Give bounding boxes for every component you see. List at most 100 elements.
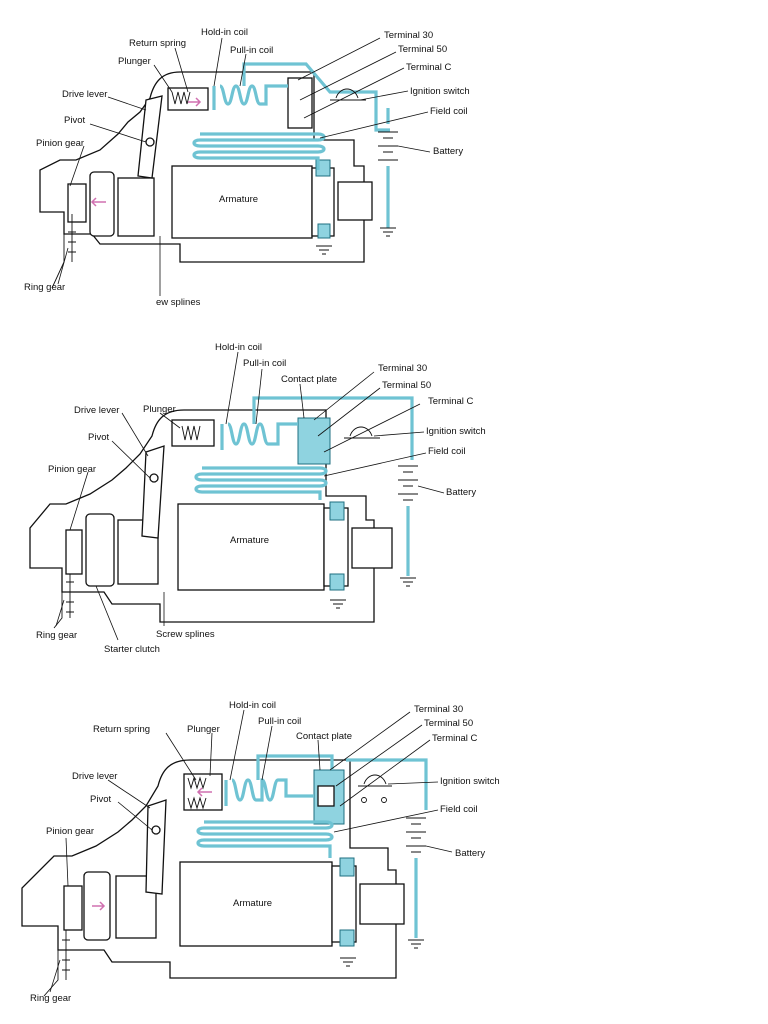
label-screw-splines: Screw splines xyxy=(156,629,215,640)
battery-symbol xyxy=(406,817,426,853)
label-battery: Battery xyxy=(446,487,476,498)
spring xyxy=(181,425,201,441)
pinion-arrow xyxy=(90,197,106,207)
leader-field-coil xyxy=(333,809,439,833)
brush-top xyxy=(329,501,345,521)
leader-pivot xyxy=(117,801,153,831)
pull-in-coil xyxy=(220,422,298,450)
pivot-pin xyxy=(149,473,159,483)
brush-bottom xyxy=(339,929,355,947)
ground-brush xyxy=(316,245,332,255)
leader-t30 xyxy=(313,371,375,421)
leader-field-coil xyxy=(319,111,429,139)
label-pinion-gear: Pinion gear xyxy=(46,826,94,837)
label-field-coil: Field coil xyxy=(440,804,478,815)
label-starter-clutch: Starter clutch xyxy=(104,644,160,655)
field-coil xyxy=(192,132,326,170)
label-terminal-c: Terminal C xyxy=(432,733,478,744)
label-pull-in-coil: Pull-in coil xyxy=(230,45,273,56)
leader-pull-in xyxy=(261,725,273,781)
label-ring-gear: Ring gear xyxy=(30,993,71,1004)
plunger-arrow xyxy=(196,787,212,797)
leader-ignition xyxy=(373,431,425,437)
brush-bottom xyxy=(317,223,331,239)
label-terminal-50: Terminal 50 xyxy=(382,380,431,391)
pinion xyxy=(65,529,83,575)
label-armature: Armature xyxy=(219,194,258,205)
leader-ignition xyxy=(387,781,439,785)
field-coil xyxy=(194,466,328,500)
leader-pinion xyxy=(69,145,85,187)
leader-plunger xyxy=(209,732,213,777)
leader-ignition xyxy=(359,90,409,101)
leader-plunger xyxy=(153,64,173,93)
label-screw-splines: ew splines xyxy=(156,297,201,308)
leader-ring-gear xyxy=(49,959,61,993)
label-terminal-c: Terminal C xyxy=(428,396,474,407)
label-pinion-gear: Pinion gear xyxy=(48,464,96,475)
end-frame xyxy=(359,883,405,925)
label-ignition-switch: Ignition switch xyxy=(410,86,470,97)
label-pivot: Pivot xyxy=(88,432,109,443)
leader-t50 xyxy=(335,724,423,787)
label-terminal-30: Terminal 30 xyxy=(414,704,463,715)
label-pull-in-coil: Pull-in coil xyxy=(243,358,286,369)
leader-return-spring xyxy=(165,732,197,781)
pinion xyxy=(63,885,83,931)
label-ring-gear: Ring gear xyxy=(36,630,77,641)
plunger-arrow xyxy=(188,97,202,107)
brush-top xyxy=(339,857,355,877)
leader-hold-in xyxy=(229,709,245,781)
label-return-spring: Return spring xyxy=(93,724,150,735)
plunger xyxy=(171,419,215,447)
label-pinion-gear: Pinion gear xyxy=(36,138,84,149)
leader-tc xyxy=(323,403,421,453)
leader-battery xyxy=(397,145,431,153)
leader-battery xyxy=(417,485,445,494)
leader-t30 xyxy=(329,711,411,771)
ground-brush xyxy=(340,957,356,967)
leader-t50 xyxy=(299,51,397,101)
leader-return-spring xyxy=(174,47,189,93)
battery-symbol xyxy=(378,131,398,161)
end-frame xyxy=(337,181,373,221)
leader-contact-plate xyxy=(317,739,321,771)
leader-drive-lever xyxy=(107,779,151,809)
pull-in-coil xyxy=(224,778,314,806)
armature xyxy=(179,861,333,947)
label-contact-plate: Contact plate xyxy=(281,374,337,385)
leader-pivot xyxy=(89,123,147,143)
drive-lever xyxy=(141,445,165,539)
leader-field-coil xyxy=(323,452,427,477)
wire-to-terminals xyxy=(242,62,390,132)
label-terminal-50: Terminal 50 xyxy=(424,718,473,729)
pull-in-coil xyxy=(212,84,288,110)
leader-drive-lever xyxy=(121,412,149,457)
leader-pinion xyxy=(65,837,69,887)
clutch xyxy=(89,171,115,237)
label-armature: Armature xyxy=(233,898,272,909)
label-drive-lever: Drive lever xyxy=(62,89,107,100)
pinion-arrow xyxy=(92,901,106,911)
leader-pull-in xyxy=(239,53,247,87)
switch-contact-b xyxy=(381,797,387,803)
leader-contact-plate xyxy=(299,383,305,419)
label-plunger: Plunger xyxy=(118,56,151,67)
ignition-switch xyxy=(358,774,392,787)
return-spring xyxy=(171,91,191,105)
ground-right xyxy=(380,227,396,237)
ground-right xyxy=(400,577,416,587)
label-ring-gear: Ring gear xyxy=(24,282,65,293)
leader-t50 xyxy=(317,387,381,437)
armature xyxy=(171,165,313,239)
leader-battery xyxy=(425,845,453,853)
label-pivot: Pivot xyxy=(64,115,85,126)
figure-2: Hold-in coil Pull-in coil Contact plate … xyxy=(29,342,486,655)
label-field-coil: Field coil xyxy=(428,446,466,457)
starter-clutch xyxy=(85,513,115,587)
label-terminal-50: Terminal 50 xyxy=(398,44,447,55)
label-hold-in-coil: Hold-in coil xyxy=(229,700,276,711)
solenoid-contact-block xyxy=(287,77,313,129)
leader-tc xyxy=(303,67,405,119)
